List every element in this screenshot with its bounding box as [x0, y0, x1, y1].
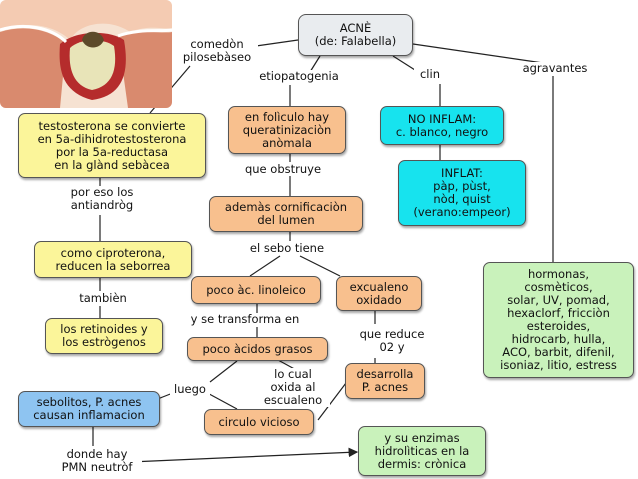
- node-p-acnes[interactable]: desarrolla P. acnes: [345, 363, 425, 399]
- label-que-obstruye: que obstruye: [236, 163, 330, 176]
- node-no-inflam[interactable]: NO INFLAM: c. blanco, negro: [380, 106, 504, 145]
- label-lo-cual: lo cual oxida al escualeno: [256, 368, 330, 407]
- node-circulo-vicioso[interactable]: circulo vicioso: [204, 409, 314, 435]
- label-transforma: y se transforma en: [180, 313, 310, 326]
- label-donde-hay: donde hay PMN neutròf: [52, 448, 142, 474]
- label-luego: luego: [170, 383, 210, 396]
- node-agravantes-list[interactable]: hormonas, cosmèticos, solar, UV, pomad, …: [483, 262, 634, 378]
- label-el-sebo: el sebo tiene: [240, 242, 334, 255]
- node-testosterona[interactable]: testosterona se convierte en 5a-dihidrot…: [18, 113, 206, 178]
- label-etiopatogenia: etiopatogenia: [248, 70, 350, 83]
- root-node-acne[interactable]: ACNÈ (de: Falabella): [298, 14, 413, 56]
- node-foliculo[interactable]: en folìculo hay queratinizaciòn anòmala: [228, 106, 346, 154]
- label-clin: clin: [414, 68, 446, 81]
- node-escualeno[interactable]: excualeno oxidado: [336, 276, 422, 311]
- label-por-eso: por eso los antiandròg: [58, 186, 146, 212]
- node-linoleico[interactable]: poco àc. linoleico: [191, 276, 321, 304]
- node-cornificacion[interactable]: ademàs cornificaciòn del lumen: [209, 196, 363, 232]
- label-tambien: tambièn: [74, 292, 132, 305]
- label-agravantes: agravantes: [512, 62, 598, 75]
- label-comedon: comedòn pilosebàseo: [176, 38, 258, 64]
- label-que-reduce: que reduce 02 y: [354, 328, 430, 354]
- skin-comedo-illustration: [0, 0, 172, 108]
- node-enzimas[interactable]: y su enzimas hidrolìticas en la dermis: …: [358, 426, 486, 476]
- node-inflam[interactable]: INFLAT: pàp, pùst, nòd, quist (verano:em…: [398, 160, 526, 226]
- node-retinoides[interactable]: los retinoides y los estrògenos: [45, 318, 163, 354]
- node-acidos-grasos[interactable]: poco àcidos grasos: [187, 337, 328, 361]
- node-sebolitos[interactable]: sebolitos, P. acnes causan inflamacion: [18, 391, 160, 427]
- node-ciproterona[interactable]: como ciproterona, reducen la seborrea: [34, 241, 192, 278]
